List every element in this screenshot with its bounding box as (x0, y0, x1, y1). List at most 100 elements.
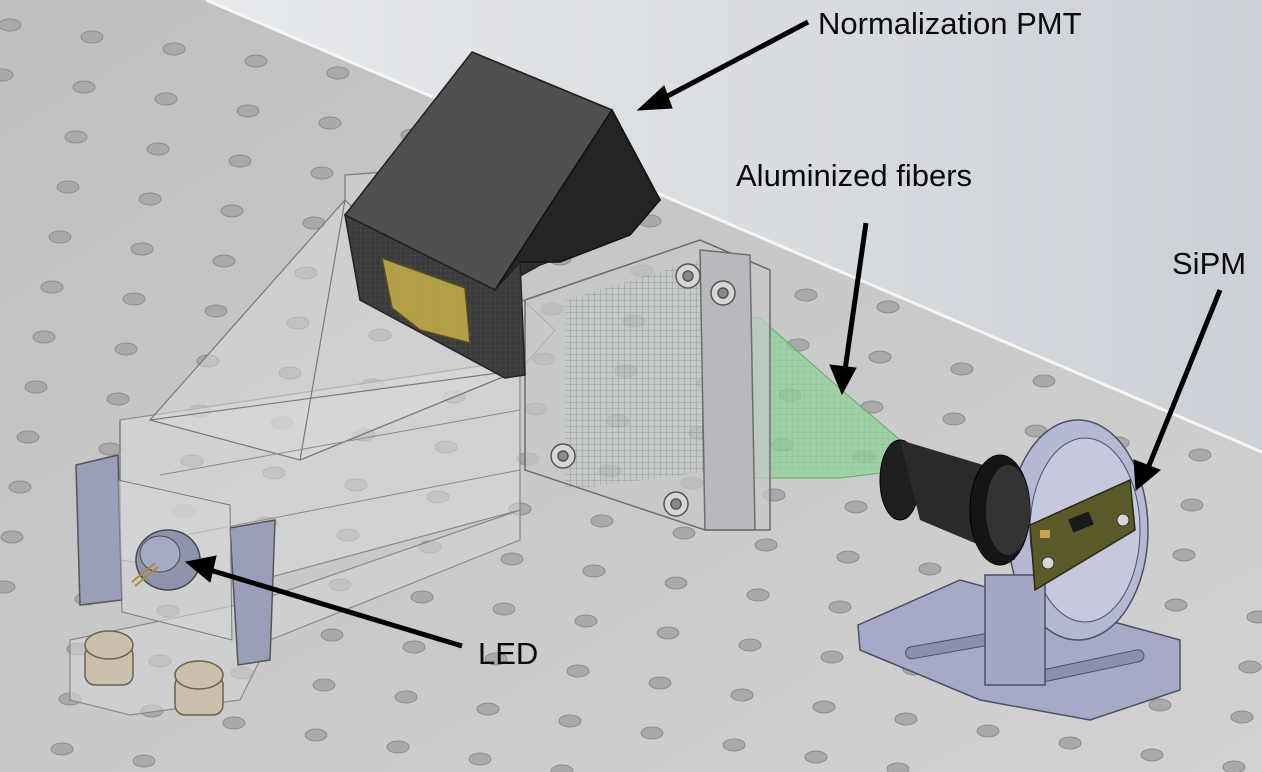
table-hole (394, 690, 418, 704)
table-hole (56, 180, 80, 194)
cap-screws (84, 630, 224, 716)
table-hole (558, 714, 582, 728)
fiber-flange (524, 239, 771, 531)
led-arrow-shaft (209, 567, 463, 649)
table-hole (484, 652, 508, 666)
table-hole (754, 538, 778, 552)
table-hole (476, 702, 500, 716)
table-hole (738, 638, 762, 652)
table-hole (410, 590, 434, 604)
table-hole (326, 66, 350, 80)
table-hole (804, 750, 828, 764)
table-hole (664, 576, 688, 590)
table-hole (98, 442, 122, 456)
pmt-arrow-shaft (658, 19, 810, 103)
led-label: LED (478, 636, 539, 671)
pmt-arrow-head (636, 85, 673, 111)
table-hole (812, 700, 836, 714)
table-hole (918, 562, 942, 576)
table-hole (672, 526, 696, 540)
table-hole (130, 242, 154, 256)
optical-table-edge (205, 0, 1262, 454)
flange-screws (550, 263, 736, 517)
table-hole (590, 514, 614, 528)
table-hole (114, 342, 138, 356)
table-hole (500, 552, 524, 566)
table-hole (550, 764, 574, 772)
table-hole (844, 500, 868, 514)
table-hole (122, 292, 146, 306)
table-hole (228, 154, 252, 168)
table-hole (204, 304, 228, 318)
led-arrow-head (184, 555, 217, 583)
table-hole (868, 350, 892, 364)
table-hole (48, 230, 72, 244)
table-hole (106, 392, 130, 406)
table-hole (138, 192, 162, 206)
table-hole (310, 166, 334, 180)
table-hole (402, 640, 426, 654)
table-hole (0, 580, 16, 594)
table-hole (582, 564, 606, 578)
fibers-arrow-shaft (842, 222, 869, 371)
table-hole (72, 80, 96, 94)
table-hole (24, 380, 48, 394)
sipm-label: SiPM (1172, 246, 1247, 281)
table-hole (894, 712, 918, 726)
table-hole (886, 762, 910, 772)
table-hole (468, 752, 492, 766)
table-hole (1140, 748, 1164, 762)
table-hole (244, 54, 268, 68)
table-hole (492, 602, 516, 616)
table-hole (942, 412, 966, 426)
normalization-pmt (343, 51, 661, 379)
table-hole (656, 626, 680, 640)
aluminized-fibers-label: Aluminized fibers (736, 158, 973, 193)
table-hole (730, 688, 754, 702)
table-hole (1238, 660, 1262, 674)
table-hole (828, 600, 852, 614)
table-hole (304, 728, 328, 742)
table-hole (222, 716, 246, 730)
fibers-arrow-head (829, 364, 857, 396)
table-hole (1164, 598, 1188, 612)
table-hole (1180, 498, 1204, 512)
sipm-board (1029, 478, 1136, 592)
table-hole (64, 130, 88, 144)
normalization-pmt-label: Normalization PMT (818, 6, 1082, 41)
table-hole (0, 18, 22, 32)
table-hole (50, 742, 74, 756)
table-hole (1058, 736, 1082, 750)
table-hole (0, 530, 24, 544)
table-hole (80, 30, 104, 44)
table-hole (318, 116, 342, 130)
table-hole (566, 664, 590, 678)
table-hole (132, 754, 156, 768)
table-hole (0, 68, 14, 82)
led (131, 529, 201, 591)
table-hole (1172, 548, 1196, 562)
table-hole (976, 724, 1000, 738)
table-hole (1148, 698, 1172, 712)
table-hole (1246, 610, 1262, 624)
fiber-coupler (879, 439, 1031, 566)
fiber-bundle (742, 318, 900, 470)
table-hole (320, 628, 344, 642)
table-hole (820, 650, 844, 664)
table-hole (154, 92, 178, 106)
arrows (184, 19, 1223, 649)
table-hole (836, 550, 860, 564)
sipm-arrow-head (1133, 459, 1161, 492)
table-hole (146, 142, 170, 156)
table-hole (722, 738, 746, 752)
table-hole (312, 678, 336, 692)
table-hole (386, 740, 410, 754)
table-hole (574, 614, 598, 628)
table-hole (950, 362, 974, 376)
table-hole (1222, 760, 1246, 772)
table-hole (32, 330, 56, 344)
table-hole (16, 430, 40, 444)
table-hole (1188, 448, 1212, 462)
